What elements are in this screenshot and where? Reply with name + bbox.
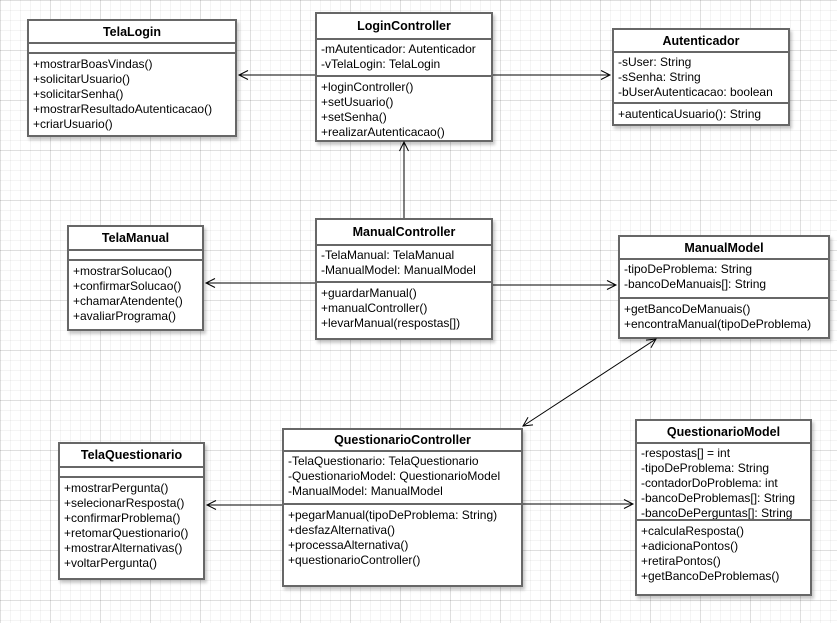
- method-row: +mostrarResultadoAutenticacao(): [33, 102, 213, 116]
- method-row: +processaAlternativa(): [288, 538, 409, 552]
- method-row: +setSenha(): [321, 110, 387, 124]
- class-title: LoginController: [317, 14, 491, 40]
- method-row: +solicitarSenha(): [33, 87, 124, 101]
- method-row: +getBancoDeManuais(): [624, 302, 751, 316]
- attribute-row: -tipoDeProblema: String: [641, 461, 770, 475]
- attribute-row: -sUser: String: [618, 55, 692, 69]
- attribute-row: -sSenha: String: [618, 70, 701, 84]
- method-row: +manualController(): [321, 301, 428, 315]
- attribute-row: -tipoDeProblema: String: [624, 262, 753, 276]
- class-TelaManual[interactable]: TelaManual +mostrarSolucao()+confirmarSol…: [67, 225, 204, 331]
- attribute-row: -contadorDoProblema: int: [641, 476, 778, 490]
- method-row: +levarManual(respostas[]): [321, 316, 461, 330]
- attribute-row: -QuestionarioModel: QuestionarioModel: [288, 469, 501, 483]
- method-row: +mostrarPergunta(): [64, 481, 169, 495]
- method-row: +encontraManual(tipoDeProblema): [624, 317, 812, 331]
- class-ManualController[interactable]: ManualController-TelaManual: TelaManual-…: [315, 218, 493, 340]
- class-TelaQuestionario[interactable]: TelaQuestionario +mostrarPergunta()+selec…: [58, 442, 205, 580]
- attribute-row: -ManualModel: ManualModel: [288, 484, 443, 498]
- method-row: +avaliarPrograma(): [73, 309, 177, 323]
- connection-ManualModel-to-QuestionarioController[interactable]: [522, 338, 657, 427]
- methods-section: +autenticaUsuario(): String: [614, 104, 788, 124]
- methods-section: +mostrarSolucao()+confirmarSolucao()+cha…: [69, 261, 202, 329]
- methods-section: +loginController()+setUsuario()+setSenha…: [317, 77, 491, 140]
- attribute-row: -mAutenticador: Autenticador: [321, 42, 476, 56]
- class-title: ManualModel: [620, 237, 828, 260]
- class-title: TelaManual: [69, 227, 202, 251]
- attribute-row: -bancoDePerguntas[]: String: [641, 506, 793, 520]
- attributes-section: [29, 44, 235, 54]
- method-row: +setUsuario(): [321, 95, 394, 109]
- method-row: +loginController(): [321, 80, 414, 94]
- attributes-section: [69, 251, 202, 261]
- class-title: ManualController: [317, 220, 491, 246]
- attribute-row: -TelaQuestionario: TelaQuestionario: [288, 454, 479, 468]
- method-row: +adicionaPontos(): [641, 539, 739, 553]
- attribute-row: -vTelaLogin: TelaLogin: [321, 57, 441, 71]
- class-ManualModel[interactable]: ManualModel-tipoDeProblema: String-banco…: [618, 235, 830, 339]
- method-row: +retomarQuestionario(): [64, 526, 189, 540]
- attribute-row: -ManualModel: ManualModel: [321, 263, 476, 277]
- attributes-section: -respostas[] = int-tipoDeProblema: Strin…: [637, 444, 810, 521]
- attribute-row: -TelaManual: TelaManual: [321, 248, 455, 262]
- attributes-section: -mAutenticador: Autenticador-vTelaLogin:…: [317, 40, 491, 77]
- method-row: +mostrarSolucao(): [73, 264, 173, 278]
- method-row: +questionarioController(): [288, 553, 421, 567]
- class-QuestionarioModel[interactable]: QuestionarioModel-respostas[] = int-tipo…: [635, 419, 812, 596]
- class-TelaLogin[interactable]: TelaLogin +mostrarBoasVindas()+solicitarU…: [27, 19, 237, 137]
- method-row: +solicitarUsuario(): [33, 72, 131, 86]
- attributes-section: -TelaQuestionario: TelaQuestionario-Ques…: [284, 452, 521, 505]
- attributes-section: [60, 468, 203, 478]
- methods-section: +mostrarPergunta()+selecionarResposta()+…: [60, 478, 203, 578]
- method-row: +confirmarSolucao(): [73, 279, 182, 293]
- method-row: +criarUsuario(): [33, 117, 113, 131]
- methods-section: +mostrarBoasVindas()+solicitarUsuario()+…: [29, 54, 235, 135]
- attributes-section: -TelaManual: TelaManual-ManualModel: Man…: [317, 246, 491, 283]
- method-row: +voltarPergunta(): [64, 556, 158, 570]
- class-title: QuestionarioModel: [637, 421, 810, 444]
- attribute-row: -respostas[] = int: [641, 446, 731, 460]
- method-row: +autenticaUsuario(): String: [618, 107, 762, 121]
- class-title: Autenticador: [614, 30, 788, 53]
- method-row: +mostrarAlternativas(): [64, 541, 183, 555]
- method-row: +selecionarResposta(): [64, 496, 185, 510]
- attribute-row: -bancoDeProblemas[]: String: [641, 491, 796, 505]
- class-Autenticador[interactable]: Autenticador-sUser: String-sSenha: Strin…: [612, 28, 790, 126]
- attributes-section: -tipoDeProblema: String-bancoDeManuais[]…: [620, 260, 828, 299]
- class-title: TelaQuestionario: [60, 444, 203, 468]
- method-row: +getBancoDeProblemas(): [641, 569, 780, 583]
- method-row: +chamarAtendente(): [73, 294, 183, 308]
- method-row: +mostrarBoasVindas(): [33, 57, 153, 71]
- method-row: +guardarManual(): [321, 286, 417, 300]
- class-title: QuestionarioController: [284, 430, 521, 452]
- class-QuestionarioController[interactable]: QuestionarioController-TelaQuestionario:…: [282, 428, 523, 587]
- attribute-row: -bUserAutenticacao: boolean: [618, 85, 773, 99]
- methods-section: +pegarManual(tipoDeProblema: String)+des…: [284, 505, 521, 585]
- attribute-row: -bancoDeManuais[]: String: [624, 277, 767, 291]
- method-row: +calculaResposta(): [641, 524, 745, 538]
- attributes-section: -sUser: String-sSenha: String-bUserAuten…: [614, 53, 788, 104]
- method-row: +desfazAlternativa(): [288, 523, 396, 537]
- method-row: +realizarAutenticacao(): [321, 125, 445, 139]
- methods-section: +calculaResposta()+adicionaPontos()+reti…: [637, 521, 810, 594]
- method-row: +pegarManual(tipoDeProblema: String): [288, 508, 498, 522]
- method-row: +retiraPontos(): [641, 554, 721, 568]
- method-row: +confirmarProblema(): [64, 511, 181, 525]
- class-LoginController[interactable]: LoginController-mAutenticador: Autentica…: [315, 12, 493, 142]
- methods-section: +getBancoDeManuais()+encontraManual(tipo…: [620, 299, 828, 337]
- methods-section: +guardarManual()+manualController()+leva…: [317, 283, 491, 338]
- class-title: TelaLogin: [29, 21, 235, 44]
